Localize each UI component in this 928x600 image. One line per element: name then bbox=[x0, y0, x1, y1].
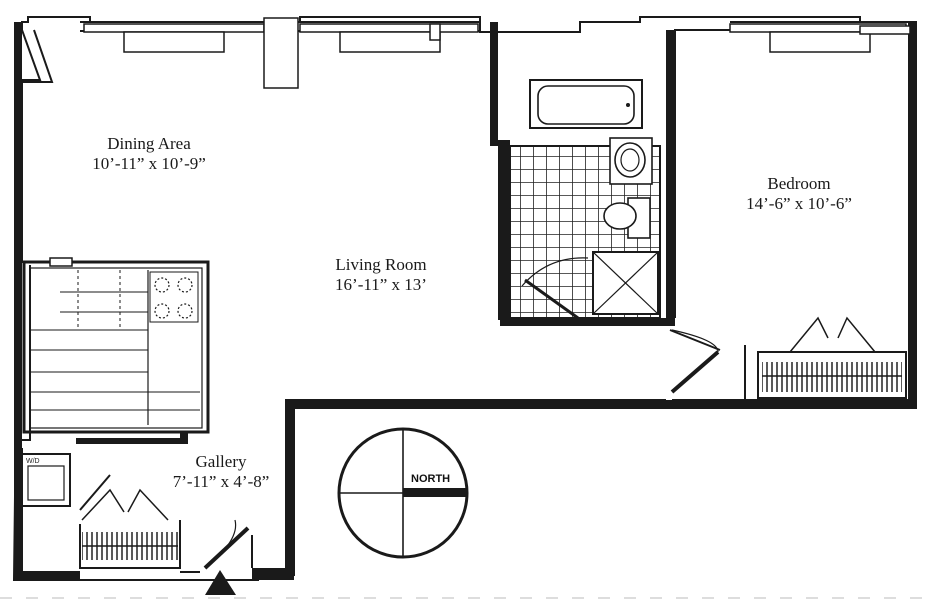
dining-area-dimensions: 10’-11” x 10’-9” bbox=[92, 154, 206, 173]
living-room-dimensions: 16’-11” x 13’ bbox=[335, 275, 427, 294]
entry-door bbox=[203, 519, 250, 595]
dining-area-label: Dining Area 10’-11” x 10’-9” bbox=[74, 134, 224, 174]
living-room-name: Living Room bbox=[335, 255, 427, 274]
gallery-dimensions: 7’-11” x 4’-8” bbox=[172, 472, 270, 491]
bedroom-door bbox=[670, 329, 720, 394]
bedroom-dimensions: 14’-6” x 10’-6” bbox=[746, 194, 852, 213]
gallery-walls bbox=[76, 432, 188, 444]
bathroom bbox=[498, 79, 661, 320]
dining-area-name: Dining Area bbox=[107, 134, 191, 153]
living-room-label: Living Room 16’-11” x 13’ bbox=[306, 255, 456, 295]
compass bbox=[337, 427, 469, 559]
top-windows bbox=[83, 17, 911, 89]
bedroom-name: Bedroom bbox=[767, 174, 831, 193]
washer-dryer bbox=[21, 453, 71, 507]
gallery-label: Gallery 7’-11” x 4’-8” bbox=[146, 452, 296, 492]
bedroom-label: Bedroom 14’-6” x 10’-6” bbox=[724, 174, 874, 214]
washer-dryer-label: W/D bbox=[26, 458, 40, 465]
bedroom-closet bbox=[757, 316, 907, 399]
compass-north-label: NORTH bbox=[411, 473, 451, 485]
gallery-closet bbox=[79, 474, 181, 569]
kitchen bbox=[22, 257, 210, 434]
wall-fills bbox=[14, 22, 916, 580]
gallery-name: Gallery bbox=[195, 452, 247, 471]
